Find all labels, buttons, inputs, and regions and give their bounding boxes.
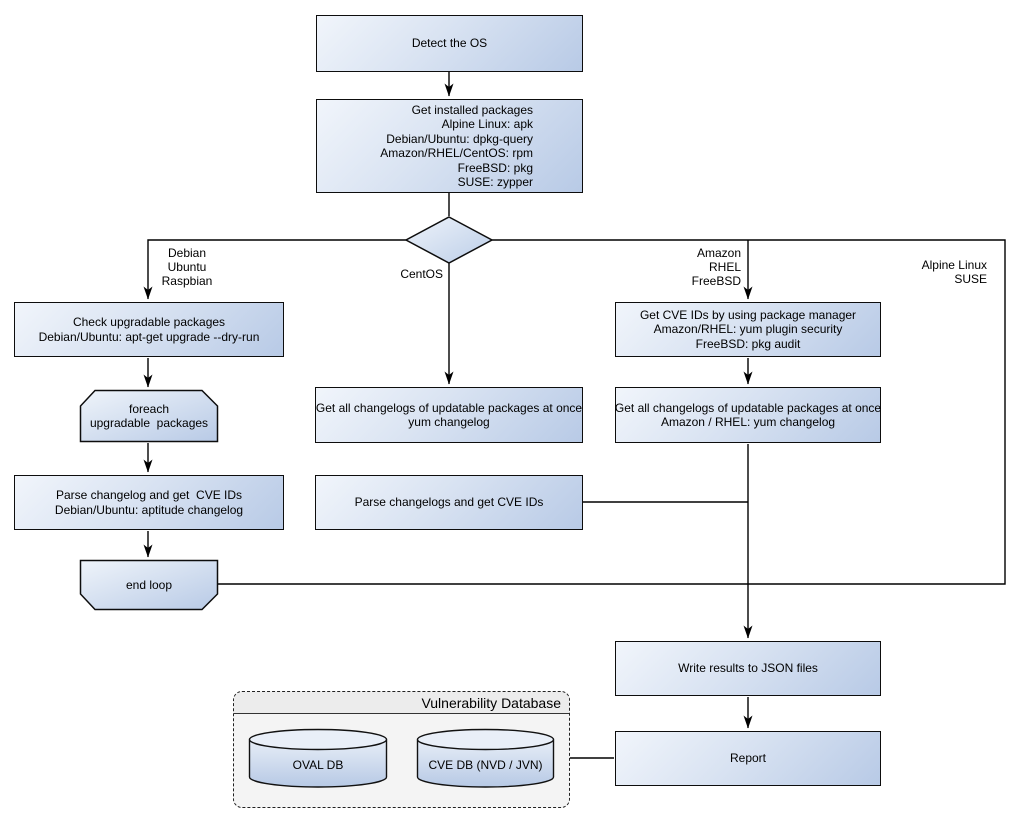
edge-decision-right-and-endloop-merge <box>218 239 1006 585</box>
node-get-changelogs-centos: Get all changelogs of updatable packages… <box>315 387 583 443</box>
node-label: upgradable packages <box>89 416 209 430</box>
node-get-cve-ids-package-manager: Get CVE IDs by using package manager Ama… <box>615 302 881 357</box>
branch-label-line: RHEL <box>708 260 741 274</box>
cylinder-label: OVAL DB <box>292 757 344 772</box>
node-label: SUSE: zypper <box>457 175 533 189</box>
branch-label-line: Ubuntu <box>167 260 207 274</box>
branch-label-alpine-suse: Alpine Linux SUSE <box>866 258 987 286</box>
branch-label-line: FreeBSD <box>691 274 741 288</box>
branch-label-line: Raspbian <box>161 274 213 288</box>
decision-os-diamond <box>403 212 495 268</box>
node-label: Parse changelogs and get CVE IDs <box>354 495 544 510</box>
node-parse-changelogs-centos: Parse changelogs and get CVE IDs <box>315 475 583 530</box>
branch-label-line: Amazon <box>696 246 741 260</box>
node-label: Alpine Linux: apk <box>441 117 533 131</box>
node-label: yum changelog <box>408 415 490 429</box>
branch-label-line: SUSE <box>954 272 987 286</box>
node-label: Get CVE IDs by using package manager <box>639 307 857 322</box>
node-label: foreach <box>128 401 170 416</box>
node-label: end loop <box>125 577 173 592</box>
node-detect-os: Detect the OS <box>316 15 583 72</box>
node-label: Amazon/RHEL/CentOS: rpm <box>380 146 533 160</box>
database-title: Vulnerability Database <box>421 694 561 711</box>
node-report: Report <box>615 731 881 786</box>
loop-start-foreach: foreach upgradable packages <box>79 389 219 443</box>
edge-decision-to-check-upgradable <box>143 239 409 300</box>
node-label: FreeBSD: pkg <box>457 160 533 175</box>
node-label: Check upgradable packages <box>72 315 226 329</box>
node-label: Get installed packages <box>411 102 533 117</box>
database-header: Vulnerability Database <box>234 692 569 714</box>
node-label: Get all changelogs of updatable packages… <box>315 400 583 415</box>
cylinder-oval-db: OVAL DB <box>248 728 388 789</box>
node-write-results-json: Write results to JSON files <box>615 641 881 696</box>
node-label: Debian/Ubuntu: aptitude changelog <box>54 502 244 517</box>
node-parse-changelog-debian: Parse changelog and get CVE IDs Debian/U… <box>14 475 284 530</box>
cylinder-cve-db: CVE DB (NVD / JVN) <box>416 728 555 789</box>
node-label: Debian/Ubuntu: dpkg-query <box>386 131 533 146</box>
branch-label-line: Alpine Linux <box>921 258 987 272</box>
node-label: Amazon / RHEL: yum changelog <box>660 415 836 429</box>
node-label: Detect the OS <box>411 36 488 51</box>
branch-label-centos: CentOS <box>343 267 443 281</box>
loop-end: end loop <box>79 559 219 611</box>
node-label: FreeBSD: pkg audit <box>695 336 801 351</box>
cylinder-label: CVE DB (NVD / JVN) <box>428 757 543 772</box>
node-label: Get all changelogs of updatable packages… <box>614 400 882 415</box>
branch-label-debian: Debian Ubuntu Raspbian <box>135 246 239 288</box>
node-label: Amazon/RHEL: yum plugin security <box>653 322 843 337</box>
branch-label-line: Debian <box>167 246 207 260</box>
node-label: Parse changelog and get CVE IDs <box>55 488 243 502</box>
node-label: Write results to JSON files <box>678 661 818 676</box>
node-get-installed-packages: Get installed packages Alpine Linux: apk… <box>316 99 583 193</box>
node-get-changelogs-amazon-rhel: Get all changelogs of updatable packages… <box>615 387 881 443</box>
branch-label-amazon-rhel-freebsd: Amazon RHEL FreeBSD <box>640 246 741 288</box>
node-check-upgradable-packages: Check upgradable packages Debian/Ubuntu:… <box>14 302 284 357</box>
node-label: Debian/Ubuntu: apt-get upgrade --dry-run <box>38 329 260 344</box>
branch-label-line: CentOS <box>400 267 443 281</box>
node-label: Report <box>729 751 767 766</box>
